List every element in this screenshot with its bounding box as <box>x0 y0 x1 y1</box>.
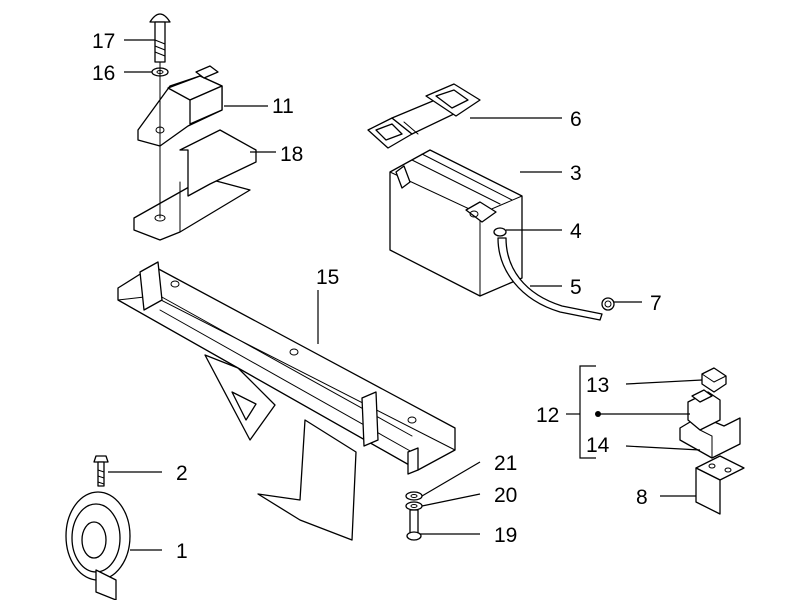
part-13-fuse <box>701 367 727 393</box>
callout-15: 15 <box>316 266 339 289</box>
part-14-fuse-holder <box>679 389 741 459</box>
callout-8: 8 <box>636 486 648 509</box>
part-6-battery-strap <box>367 83 481 149</box>
part-8-holder-bracket <box>695 455 745 515</box>
part-7-clip <box>601 297 615 311</box>
part-21-washer <box>405 491 423 501</box>
part-20-washer <box>405 501 423 511</box>
callout-14: 14 <box>586 434 610 457</box>
callout-6: 6 <box>570 108 582 131</box>
callout-1: 1 <box>176 540 188 563</box>
leader-lines <box>108 39 703 551</box>
callout-3: 3 <box>570 162 582 185</box>
callout-labels: 17 16 11 18 6 3 4 5 7 15 13 12 14 8 2 1 … <box>92 30 662 563</box>
part-19-bolt <box>406 509 422 541</box>
callout-17: 17 <box>92 30 115 53</box>
callout-16: 16 <box>92 62 115 85</box>
part-2-screw <box>93 455 109 487</box>
part-1-horn <box>65 491 131 600</box>
callout-19: 19 <box>494 524 517 547</box>
part-18-relay-bracket <box>133 129 257 241</box>
part-4-clamp <box>493 227 507 237</box>
part-3-battery <box>389 149 523 297</box>
part-11-relay <box>137 65 223 219</box>
callout-2: 2 <box>176 462 188 485</box>
callout-13: 13 <box>586 374 609 397</box>
part-5-vent-hose <box>497 237 603 321</box>
bracket-dot <box>595 411 601 417</box>
callout-20: 20 <box>494 484 517 507</box>
callout-4: 4 <box>570 220 582 243</box>
callout-11: 11 <box>272 95 294 118</box>
part-15-frame-bracket <box>117 261 456 541</box>
callout-12: 12 <box>536 404 559 427</box>
callout-21: 21 <box>494 452 517 475</box>
part-17-bolt <box>149 13 171 131</box>
callout-18: 18 <box>280 143 303 166</box>
callout-5: 5 <box>570 276 582 299</box>
callout-7: 7 <box>650 292 662 315</box>
